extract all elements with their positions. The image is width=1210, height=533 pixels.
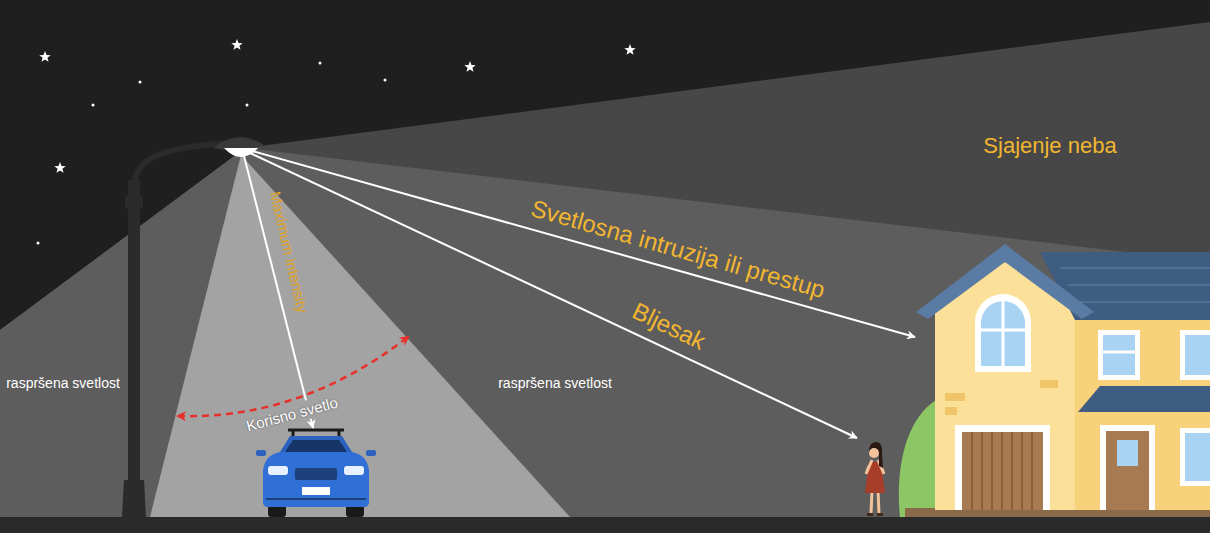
mirror: [366, 450, 376, 456]
grille: [295, 468, 337, 480]
star: [39, 51, 50, 62]
leg: [871, 490, 872, 514]
roof-rack: [338, 430, 341, 437]
garage-slats: [972, 432, 1032, 510]
sky-glow-label: Sjajenje neba: [983, 133, 1116, 158]
light-trespass-label: Svetlosna intruzija ili prestup: [527, 194, 827, 303]
door: [1106, 431, 1149, 510]
star: [464, 61, 475, 72]
shoe: [867, 513, 873, 516]
leg: [878, 490, 879, 514]
useful-light-cone: [150, 155, 570, 517]
roof-rack: [292, 430, 295, 437]
useful-light-label: Korisno svetlo: [240, 391, 344, 436]
window-bar: [981, 329, 1025, 332]
headlight: [268, 466, 288, 475]
max-intensity-label: Maximum intensity: [266, 189, 311, 314]
wall-brick: [945, 393, 965, 401]
porch-roof: [1078, 386, 1210, 412]
star: [54, 162, 65, 173]
lamp-lens: [224, 148, 258, 157]
sky-glow-region: [0, 22, 1210, 533]
house-gable-wall: [935, 262, 1075, 510]
star-dot: [92, 104, 95, 107]
arched-window-frame: [975, 294, 1031, 372]
shoe: [877, 513, 883, 516]
spill-light-region: [0, 148, 1210, 533]
light-rays: [244, 151, 915, 438]
max-intensity-ray: [244, 156, 313, 428]
house: [899, 244, 1210, 517]
bumper: [266, 498, 366, 500]
bush: [899, 400, 936, 517]
garage-frame: [955, 425, 1050, 510]
window: [1185, 433, 1210, 481]
star: [624, 44, 635, 55]
car-cabin: [280, 436, 352, 452]
lamp-arm: [134, 143, 228, 188]
lamp-base: [122, 480, 146, 517]
roof-rack: [288, 429, 344, 432]
window-bar: [1103, 351, 1135, 354]
wall-brick: [945, 407, 957, 415]
street-lamp: [122, 137, 264, 517]
star-dot: [246, 104, 249, 107]
arched-window: [981, 301, 1025, 366]
lamp-pole: [128, 180, 140, 485]
roof-tiles: [1060, 268, 1210, 302]
car: [256, 430, 376, 517]
arm: [866, 460, 872, 474]
window-frame: [1180, 428, 1210, 486]
star-dot: [37, 242, 40, 245]
star: [231, 39, 242, 50]
window-bar: [1002, 300, 1005, 366]
window-frame: [1180, 330, 1210, 380]
star-dot: [319, 62, 322, 65]
glare-label: Bljesak: [628, 297, 710, 355]
garage-door: [962, 432, 1043, 510]
person: [865, 442, 885, 516]
ground: [0, 517, 1210, 533]
car-body: [263, 452, 369, 507]
headlight: [344, 466, 364, 475]
star-dot: [139, 81, 142, 84]
glare-ray: [250, 153, 857, 438]
wall-brick: [1040, 380, 1058, 388]
window-frame: [1098, 330, 1140, 380]
window: [1103, 335, 1135, 375]
head: [869, 448, 879, 458]
spill-light-label: raspršena svetlost: [498, 375, 612, 391]
windshield: [285, 440, 347, 452]
window: [1185, 335, 1210, 375]
number-plate: [302, 487, 330, 495]
door-window: [1117, 440, 1138, 466]
hair: [869, 442, 883, 468]
mirror: [256, 450, 266, 456]
star-dot: [384, 79, 387, 82]
main-roof: [1040, 252, 1210, 320]
lamp-collar: [125, 195, 143, 209]
spill-light-label: raspršena svetlost: [6, 375, 120, 391]
door-frame: [1100, 425, 1155, 510]
